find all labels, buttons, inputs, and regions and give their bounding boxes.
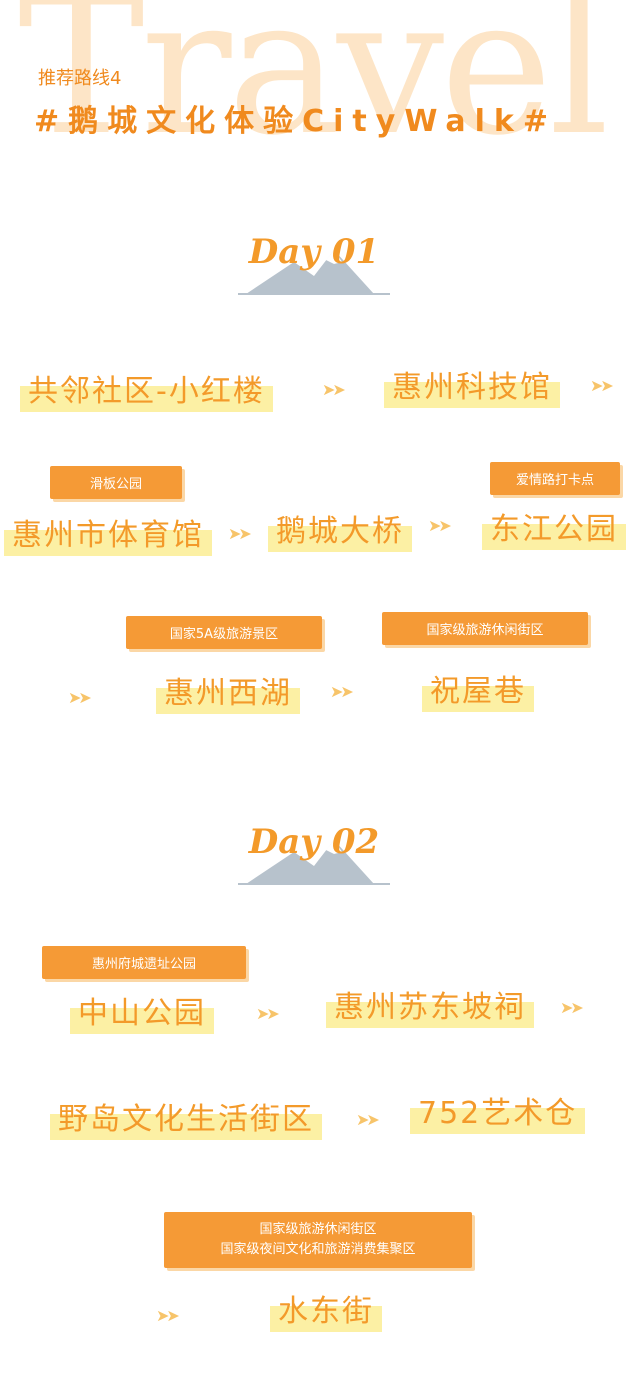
mountain-icon — [238, 250, 390, 295]
day1-label: Day 01 — [248, 232, 380, 272]
route-title: #鹅城文化体验CityWalk# — [34, 104, 557, 139]
day2-heading: Day 02 — [234, 822, 394, 892]
spot-zhuwu-lane: 祝屋巷 — [422, 664, 534, 716]
route-subtitle: 推荐路线4 — [38, 68, 122, 89]
day1-heading: Day 01 — [234, 232, 394, 302]
spot-west-lake: 惠州西湖 — [156, 666, 300, 718]
day2-label: Day 02 — [248, 822, 380, 862]
arrow-icon: ➤➤ — [322, 380, 346, 399]
tag-prefecture-ruins-park: 惠州府城遗址公园 — [42, 946, 246, 979]
tag-national-designations: 国家级旅游休闲街区 国家级夜间文化和旅游消费集聚区 — [164, 1212, 472, 1268]
spot-zhongshan-park: 中山公园 — [70, 986, 214, 1038]
mountain-icon — [238, 840, 390, 885]
arrow-icon: ➤➤ — [68, 688, 92, 707]
arrow-icon: ➤➤ — [590, 376, 614, 395]
spot-shuidong-street: 水东街 — [270, 1284, 382, 1336]
arrow-icon: ➤➤ — [560, 998, 584, 1017]
tag-national-leisure-block: 国家级旅游休闲街区 — [382, 612, 588, 645]
spot-yedao-cultural-block: 野岛文化生活街区 — [50, 1092, 322, 1144]
arrow-icon: ➤➤ — [356, 1110, 380, 1129]
tag-5a-scenic-area: 国家5A级旅游景区 — [126, 616, 322, 649]
arrow-icon: ➤➤ — [156, 1306, 180, 1325]
spot-echeng-bridge: 鹅城大桥 — [268, 504, 412, 556]
spot-dongjiang-park: 东江公园 — [482, 502, 626, 554]
tag-skate-park: 滑板公园 — [50, 466, 182, 499]
tag-love-road: 爱情路打卡点 — [490, 462, 620, 495]
spot-su-dongpo-shrine: 惠州苏东坡祠 — [326, 980, 534, 1032]
spot-752-art-warehouse: 752艺术仓 — [410, 1086, 586, 1138]
watermark-travel: Travel — [18, 0, 609, 177]
spot-science-museum: 惠州科技馆 — [384, 360, 560, 412]
arrow-icon: ➤➤ — [330, 682, 354, 701]
tag-line-leisure-block: 国家级旅游休闲街区 — [259, 1222, 377, 1237]
spot-huizhou-stadium: 惠州市体育馆 — [4, 508, 212, 560]
tag-line-night-culture: 国家级夜间文化和旅游消费集聚区 — [220, 1242, 416, 1257]
arrow-icon: ➤➤ — [228, 524, 252, 543]
arrow-icon: ➤➤ — [428, 516, 452, 535]
arrow-icon: ➤➤ — [256, 1004, 280, 1023]
spot-gonglin-community: 共邻社区-小红楼 — [20, 364, 273, 416]
